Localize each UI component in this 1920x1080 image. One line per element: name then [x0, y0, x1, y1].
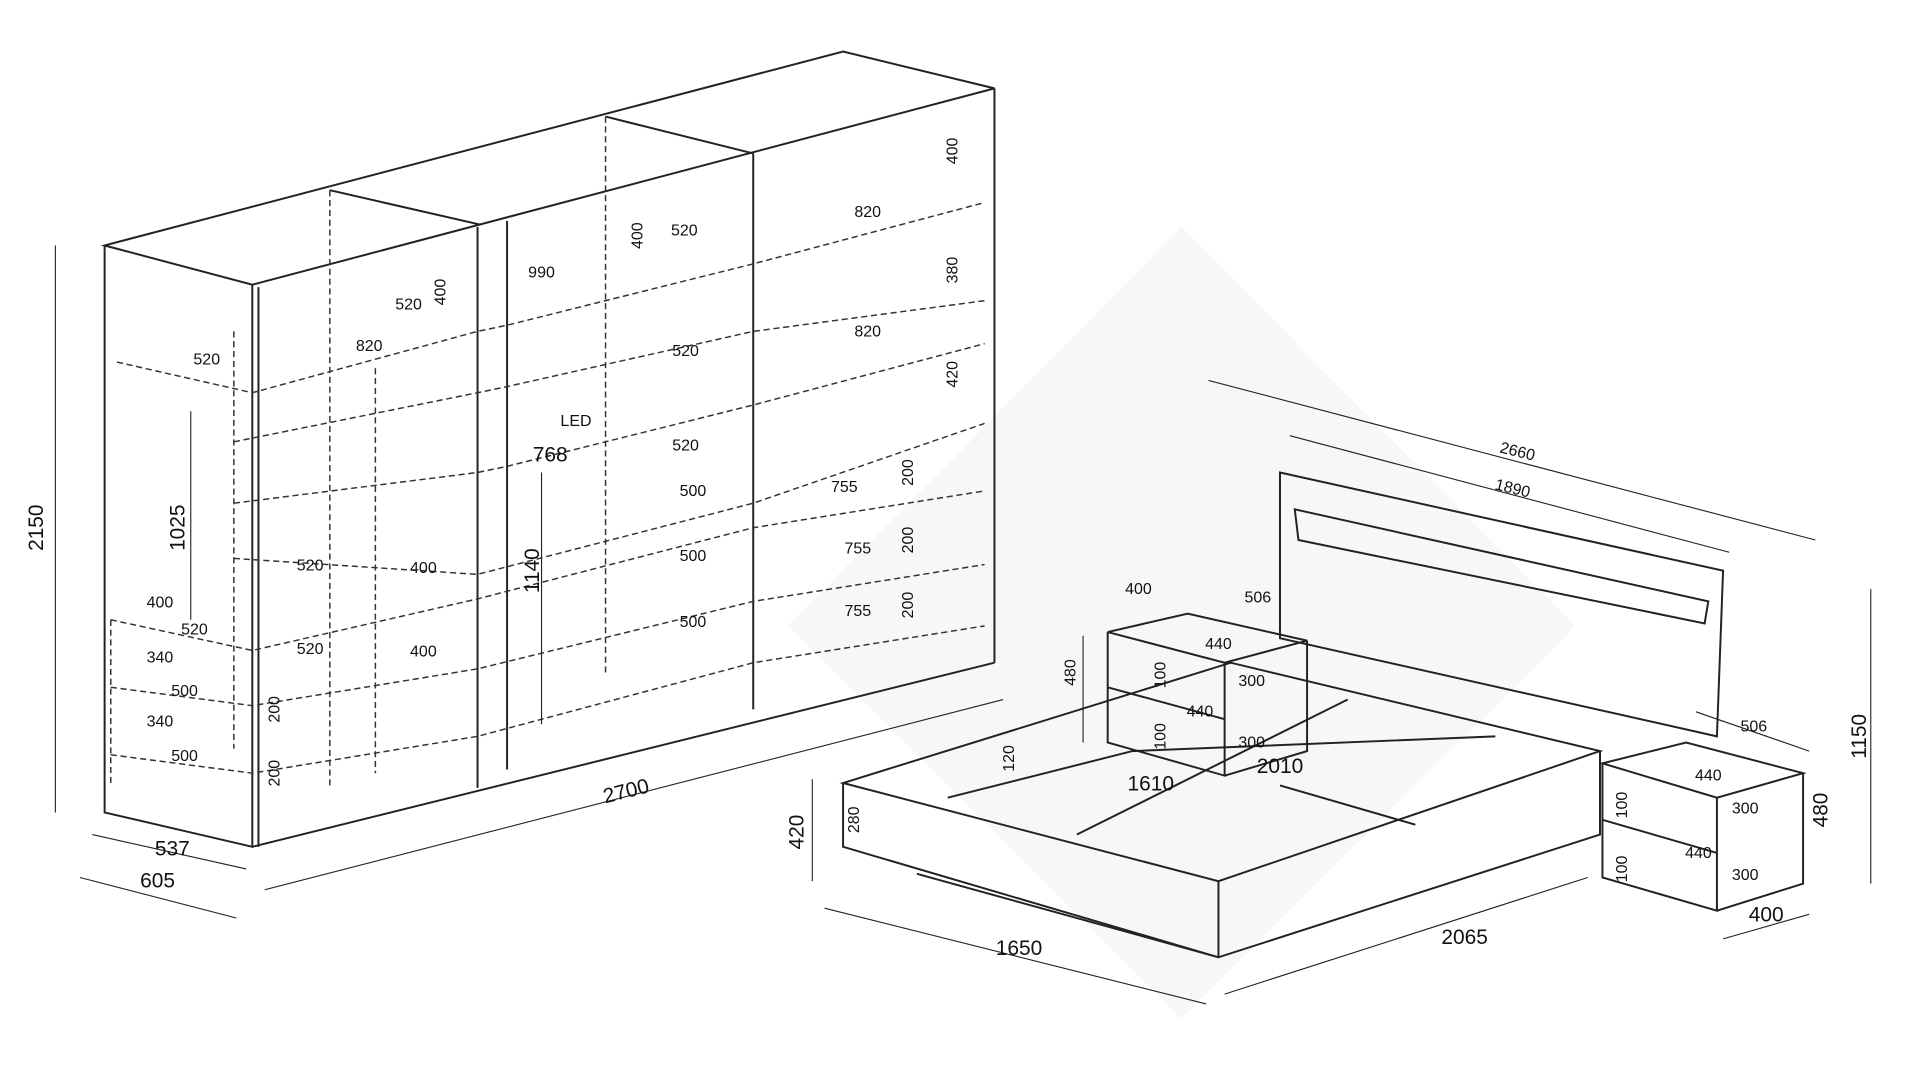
dimension-label: 1025 [167, 505, 190, 551]
dimension-label: 100 [1614, 855, 1631, 882]
dimension-label: 400 [1125, 581, 1152, 598]
dimension-label: 500 [171, 683, 198, 700]
dimension-label: LED [560, 413, 591, 430]
dimension-label: 480 [1063, 659, 1080, 686]
dimension-label: 440 [1205, 636, 1232, 653]
dimension-label: 440 [1187, 704, 1214, 721]
dimension-label: 200 [266, 760, 283, 787]
dimension-label: 300 [1732, 867, 1759, 884]
dimension-label: 1150 [1848, 714, 1871, 759]
dimension-label: 440 [1695, 768, 1722, 785]
dimension-label: 506 [1740, 718, 1767, 735]
dimension-label: 400 [147, 595, 174, 612]
dimension-label: 200 [900, 592, 917, 619]
dimension-label: 400 [433, 279, 450, 306]
dimension-label: 120 [1001, 745, 1018, 772]
dimension-label: 520 [671, 223, 698, 240]
dimension-label: 400 [410, 560, 437, 577]
dimension-label: 400 [1749, 904, 1784, 927]
dimension-label: 506 [1244, 590, 1271, 607]
dimension-label: 520 [672, 343, 699, 360]
dimension-label: 768 [533, 443, 568, 466]
dimension-label: 340 [147, 650, 174, 667]
dimension-label: 400 [629, 222, 646, 249]
dimension-label: 520 [395, 296, 422, 313]
nightstand-left [1082, 612, 1309, 777]
dimension-label: 100 [1153, 723, 1170, 750]
dimension-label: 480 [1810, 793, 1833, 828]
dimension-label: 820 [854, 204, 881, 221]
dimension-label: 340 [147, 714, 174, 731]
dimension-label: 520 [193, 352, 220, 369]
dimension-label: 500 [680, 548, 707, 565]
dimension-label: 990 [528, 264, 555, 281]
dimension-label: 1140 [521, 548, 544, 593]
dimension-label: 500 [680, 614, 707, 631]
dimension-label: 300 [1238, 734, 1265, 751]
dimension-label: 755 [831, 479, 858, 496]
dimension-labels: 2150 537 605 2700 1025 1140 768 LED 520 820 520 400… [25, 138, 1871, 960]
dimension-label: 1610 [1128, 772, 1175, 795]
dimension-label: 200 [900, 459, 917, 486]
dimension-label: 2700 [601, 775, 652, 809]
dimension-label: 2065 [1441, 926, 1488, 949]
dimension-label: 300 [1732, 801, 1759, 818]
interior-shelves [110, 116, 985, 786]
dimension-label: 755 [844, 603, 871, 620]
dimension-label: 2010 [1257, 755, 1304, 778]
dimension-label: 400 [410, 644, 437, 661]
dimension-label: 420 [786, 815, 809, 850]
dimension-label: 520 [672, 437, 699, 454]
dimension-label: 820 [854, 323, 881, 340]
dimension-label: 500 [171, 748, 198, 765]
dimension-label: 420 [945, 361, 962, 388]
dimension-label: 1890 [1493, 476, 1532, 501]
dimension-label: 200 [266, 696, 283, 723]
dimension-label: 1650 [996, 937, 1043, 960]
nightstand-right [1598, 711, 1810, 940]
dimension-label: 520 [297, 558, 324, 575]
dimension-label: 100 [1614, 792, 1631, 819]
dimension-label: 2660 [1498, 440, 1537, 465]
dimension-label: 520 [297, 641, 324, 658]
dimension-label: 2150 [25, 505, 48, 551]
dimension-label: 300 [1238, 673, 1265, 690]
dimension-label: 400 [945, 138, 962, 165]
dimension-label: 537 [155, 837, 190, 860]
watermark-shape [787, 227, 1576, 1019]
dimension-label: 280 [846, 806, 863, 833]
dimension-label: 500 [680, 483, 707, 500]
dimension-label: 605 [140, 869, 175, 892]
dimension-label: 520 [181, 622, 208, 639]
dimension-label: 440 [1685, 845, 1712, 862]
dimension-label: 200 [900, 527, 917, 554]
bed [811, 379, 1872, 1005]
dimension-label: 100 [1153, 662, 1170, 689]
dimension-label: 820 [356, 338, 383, 355]
dimension-label: 755 [844, 541, 871, 558]
dimension-label: 380 [945, 257, 962, 284]
wardrobe [54, 50, 1004, 919]
